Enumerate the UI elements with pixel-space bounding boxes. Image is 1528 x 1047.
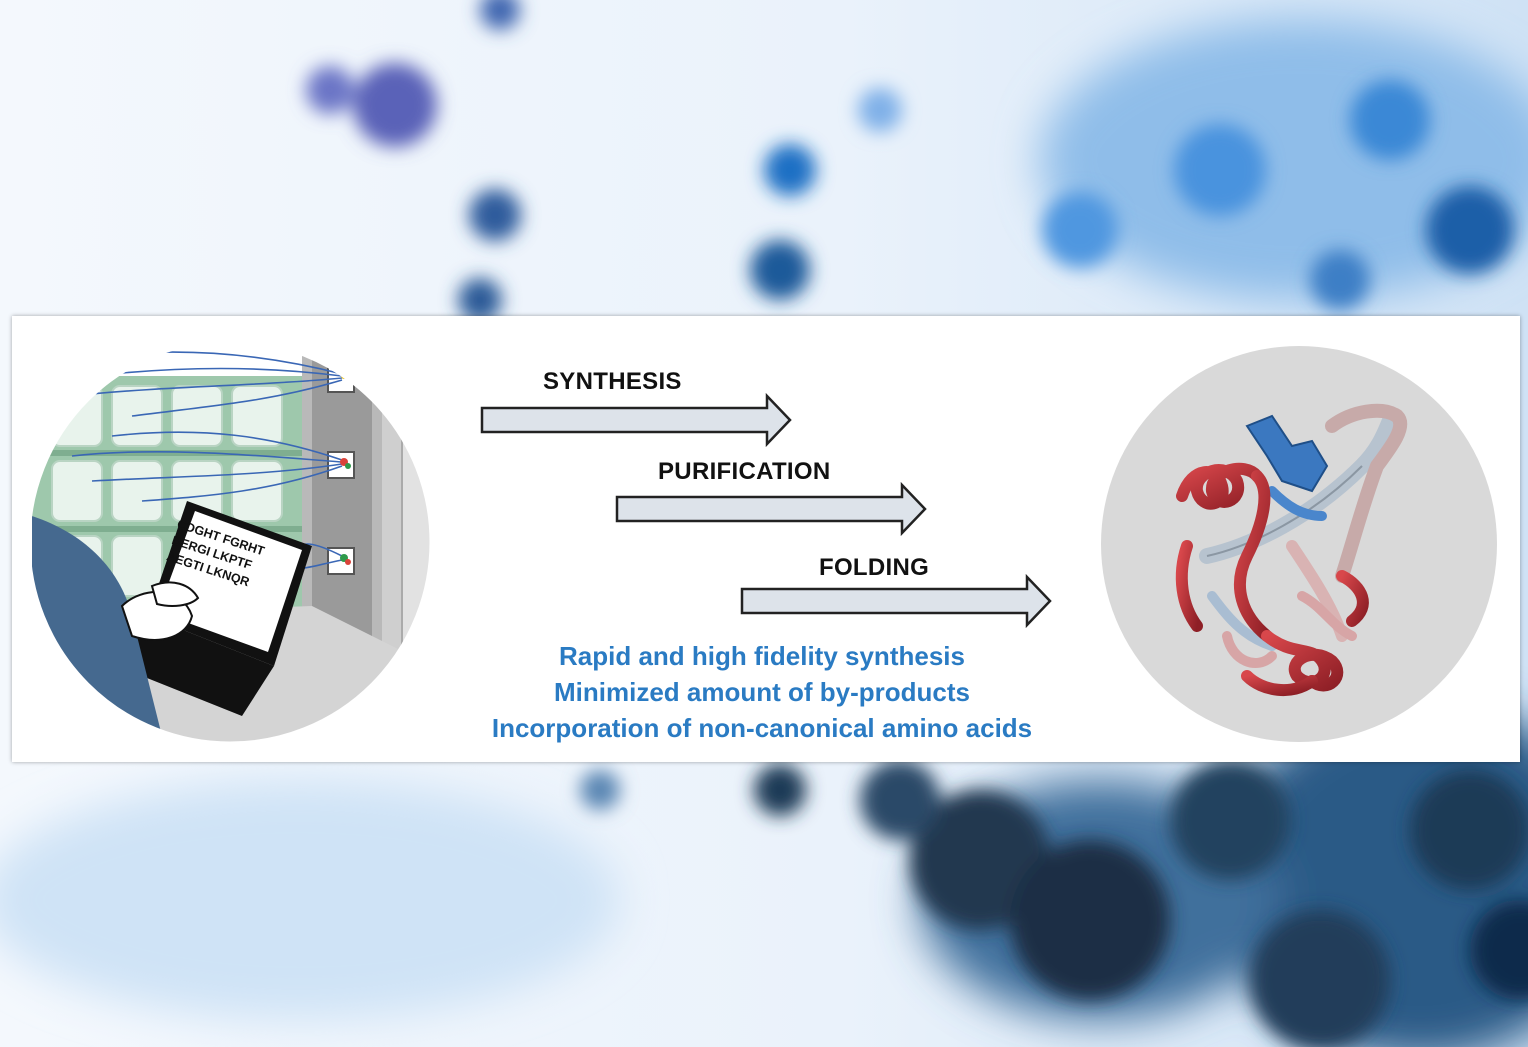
step-label-folding: FOLDING [819, 554, 930, 581]
benefits-list: Rapid and high fidelity synthesis Minimi… [432, 638, 1092, 746]
protein-ribbon-icon [1175, 403, 1408, 697]
workflow-diagram [29, 341, 1497, 743]
step-arrow-folding [740, 573, 1052, 629]
figure-panel: CDGHT FGRHT DERGI LKPTF AEGTI LKNQR SYNT… [12, 316, 1520, 762]
step-arrow-purification [615, 481, 927, 537]
step-label-purification: PURIFICATION [658, 458, 831, 485]
benefit-item: Rapid and high fidelity synthesis [559, 641, 965, 671]
benefit-item: Incorporation of non-canonical amino aci… [491, 713, 1033, 743]
benefit-item: Minimized amount of by-products [554, 677, 970, 707]
step-label-synthesis: SYNTHESIS [543, 368, 682, 395]
step-arrow-synthesis [480, 392, 792, 448]
